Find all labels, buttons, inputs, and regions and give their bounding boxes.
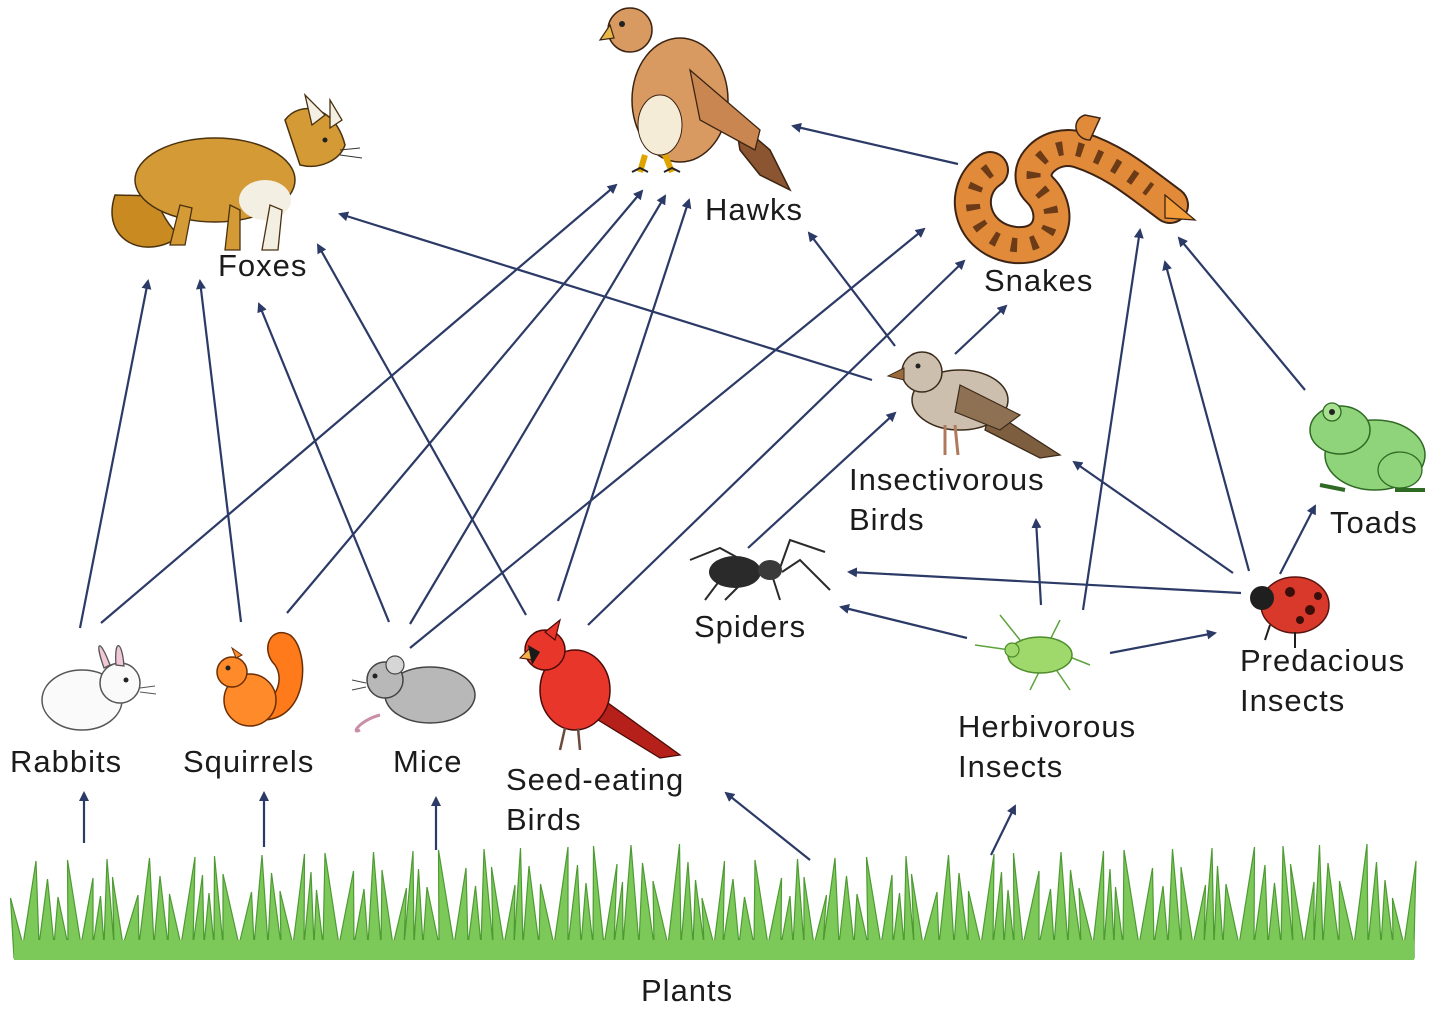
label-rabbits: Rabbits xyxy=(10,742,122,782)
label-hawks: Hawks xyxy=(705,190,803,230)
label-herbivorous-insects: Herbivorous Insects xyxy=(958,707,1136,787)
label-insectivorous-birds-line1: Insectivorous xyxy=(849,460,1045,500)
arrow-insectivorous-birds-to-snakes xyxy=(955,306,1006,354)
arrow-herbivorous-insects-to-spiders xyxy=(841,607,967,638)
label-toads: Toads xyxy=(1330,503,1418,543)
label-mice: Mice xyxy=(393,742,462,782)
arrow-predacious-insects-to-toads xyxy=(1280,506,1315,574)
arrow-snakes-to-hawks xyxy=(793,126,958,164)
label-seed-eating-birds-line2: Birds xyxy=(506,800,684,840)
arrow-insectivorous-birds-to-foxes xyxy=(340,214,872,380)
arrow-mice-to-hawks xyxy=(410,196,665,624)
arrow-predacious-insects-to-spiders xyxy=(849,572,1241,593)
arrow-seed-eating-birds-to-foxes xyxy=(318,245,526,615)
arrow-rabbits-to-hawks xyxy=(101,185,616,623)
arrow-plants-to-herbivorous-insects xyxy=(991,806,1015,855)
arrow-seed-eating-birds-to-snakes xyxy=(588,261,964,625)
arrow-toads-to-snakes xyxy=(1179,238,1305,390)
arrow-herbivorous-insects-to-predacious-insects xyxy=(1110,633,1215,653)
label-insectivorous-birds-line2: Birds xyxy=(849,500,1045,540)
label-spiders: Spiders xyxy=(694,607,806,647)
arrow-squirrels-to-hawks xyxy=(287,191,642,613)
label-predacious-insects: Predacious Insects xyxy=(1240,641,1405,721)
label-seed-eating-birds: Seed-eating Birds xyxy=(506,760,684,840)
arrow-insectivorous-birds-to-hawks xyxy=(809,233,895,346)
label-insectivorous-birds: Insectivorous Birds xyxy=(849,460,1045,540)
arrow-rabbits-to-foxes xyxy=(80,281,148,628)
label-foxes: Foxes xyxy=(218,246,307,286)
label-seed-eating-birds-line1: Seed-eating xyxy=(506,760,684,800)
label-snakes: Snakes xyxy=(984,261,1093,301)
label-predacious-insects-line2: Insects xyxy=(1240,681,1405,721)
arrow-seed-eating-birds-to-hawks xyxy=(558,200,689,601)
label-predacious-insects-line1: Predacious xyxy=(1240,641,1405,681)
label-plants: Plants xyxy=(641,971,733,1009)
arrow-plants-to-seed-eating-birds xyxy=(726,793,810,860)
arrow-mice-to-foxes xyxy=(259,304,389,622)
arrow-squirrels-to-foxes xyxy=(200,281,241,622)
label-herbivorous-insects-line2: Insects xyxy=(958,747,1136,787)
arrow-mice-to-snakes xyxy=(410,229,924,648)
label-herbivorous-insects-line1: Herbivorous xyxy=(958,707,1136,747)
label-squirrels: Squirrels xyxy=(183,742,314,782)
